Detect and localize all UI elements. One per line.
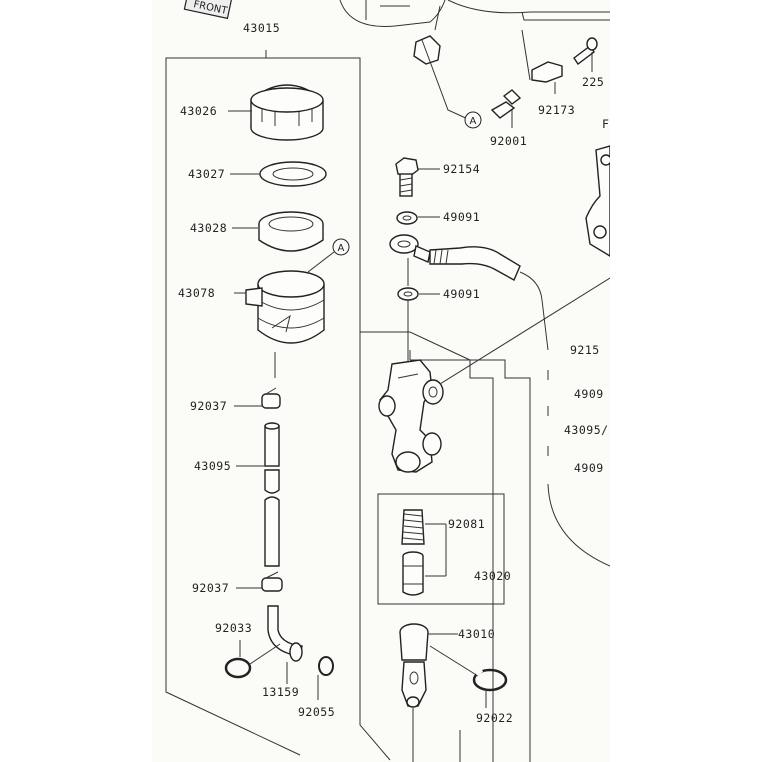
label-43015: 43015 [243,21,280,35]
label-92037-lower: 92037 [192,581,229,595]
label-92022: 92022 [476,711,513,725]
label-92173: 92173 [538,103,575,117]
leader-92033-to-elbow [249,643,281,665]
o-ring-92055 [318,656,334,676]
label-92154: 92154 [443,162,480,176]
bracket-92173 [531,61,563,83]
label-43095: 43095 [194,459,231,473]
leader-rod-to-circlip [429,645,479,677]
assembly-43015-outline-left [165,57,301,756]
right-dashed-outline [547,370,610,567]
frame-bracket-top [339,0,610,65]
callout-a-upper: A [332,238,350,256]
label-right-49091-a: 4909 [574,387,604,401]
callout-a-lower-text: A [470,116,477,127]
brake-hose-banjo [389,234,549,351]
callout-a-lower: A [464,111,482,129]
assembly-right-outline [410,359,531,762]
piston-kit-box [377,493,505,605]
circlip-92022 [472,668,508,692]
diaphragm-43028 [258,211,324,252]
hose-clamp-92037-lower [261,571,283,592]
washer-49091-lower [397,287,419,301]
label-right-49091-b: 4909 [574,461,604,475]
label-43027: 43027 [188,167,225,181]
diaphragm-plate-43027 [259,161,327,187]
assembly-43095-outline [359,332,391,761]
screw-225 [573,37,598,66]
label-43020: 43020 [474,569,511,583]
front-direction-tag: FRONT [183,0,233,20]
label-13159: 13159 [262,685,299,699]
label-92037-upper: 92037 [190,399,227,413]
reservoir-hose-43095 [264,422,280,567]
reservoir-tank-43078 [245,270,325,344]
washer-49091-upper [396,211,418,225]
banjo-bolt-92154 [395,157,419,197]
leader-body-to-plate [439,277,610,385]
label-43010: 43010 [458,627,495,641]
label-43026: 43026 [180,104,217,118]
reservoir-cap-43026 [250,84,324,141]
hose-clamp-92037-upper [261,387,281,409]
label-92081: 92081 [448,517,485,531]
label-right-92154: 9215 [570,343,600,357]
exploded-view-diagram: FRONT 43026 43027 43028 43078 A [165,0,610,762]
circlip-92033 [224,657,252,679]
label-right-partial-f: F [602,117,609,131]
master-cylinder-body [378,350,444,473]
bolt-92001 [490,89,522,119]
label-92001: 92001 [490,134,527,148]
label-right-43095: 43095/ [564,423,609,437]
push-rod-43010 [399,623,429,708]
leader-callout-a1 [307,251,335,273]
spring-92081 [401,509,425,545]
label-92033: 92033 [215,621,252,635]
leader-frame-92173 [521,29,531,81]
label-49091-lower: 49091 [443,287,480,301]
mounting-plate-right [585,145,610,257]
callout-a-upper-text: A [338,243,345,254]
assembly-43015-outline [265,50,494,762]
label-43078: 43078 [178,286,215,300]
label-43028: 43028 [190,221,227,235]
label-225: 225 [582,75,604,89]
label-92055: 92055 [298,705,335,719]
leader-callout-a2 [421,39,471,121]
parts-diagram-sheet: FRONT 43026 43027 43028 43078 A [152,0,610,762]
elbow-fitting-13159 [267,605,303,662]
label-49091-upper: 49091 [443,210,480,224]
piston-43020 [402,551,424,596]
